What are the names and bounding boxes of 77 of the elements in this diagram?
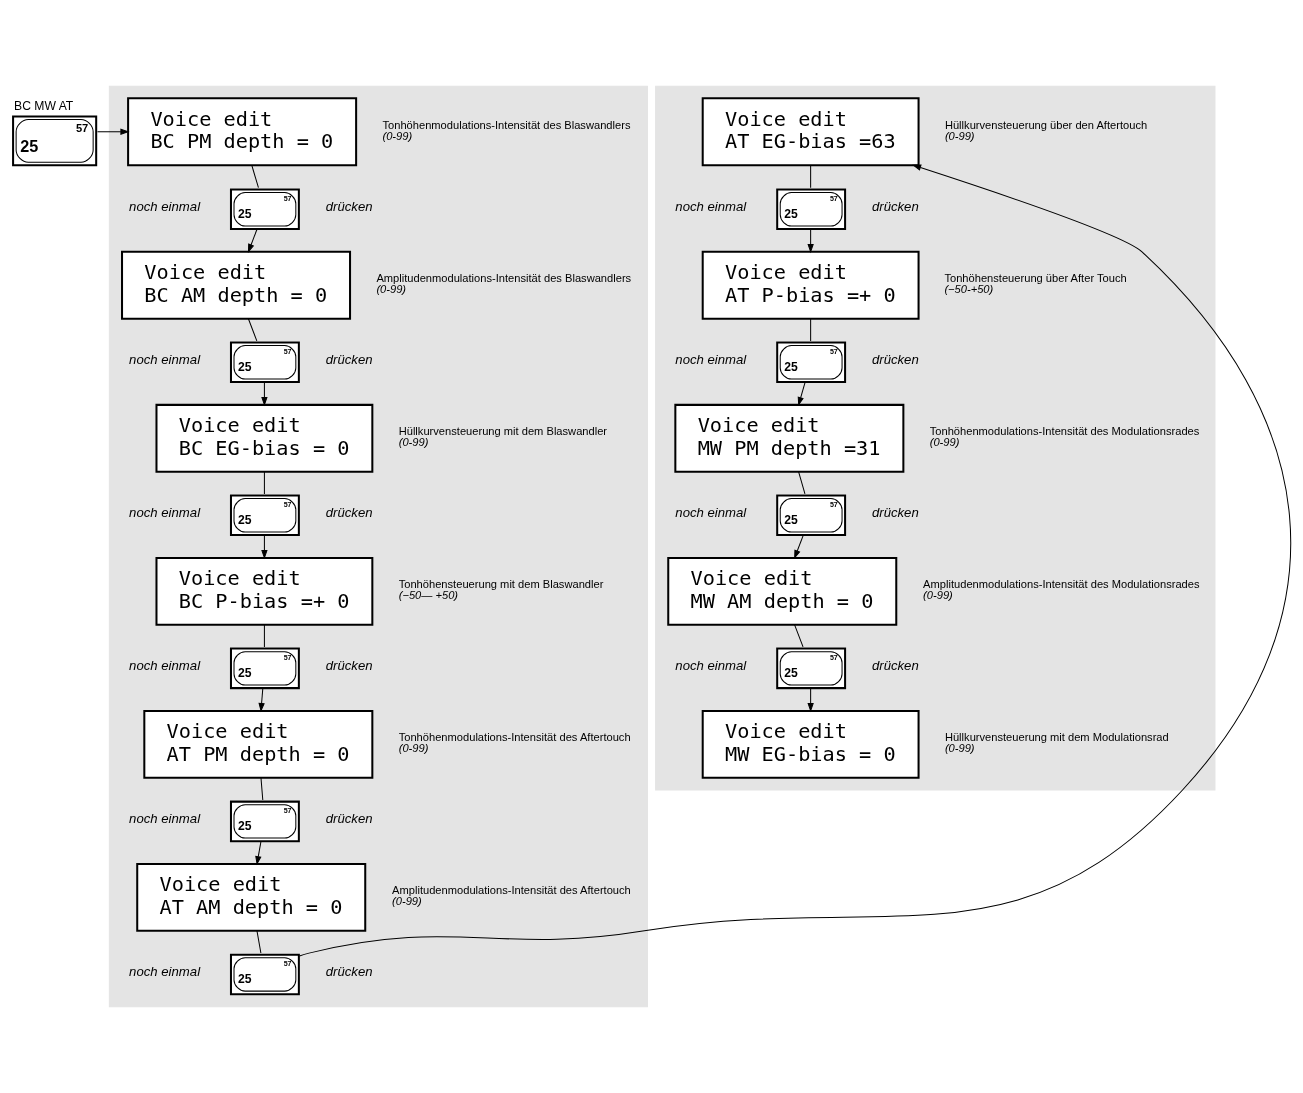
node-label: noch einmal: [129, 352, 201, 368]
arrow: [807, 688, 814, 713]
node-box: Voice edit BC AM depth = 0: [121, 250, 352, 320]
node-label: (−50— +50): [398, 589, 459, 602]
node-label: drücken: [325, 199, 373, 215]
connector: [810, 164, 812, 189]
node-label: drücken: [871, 199, 919, 215]
node-label: (0-99): [376, 283, 407, 296]
node-label: drücken: [325, 352, 373, 368]
node-label: (0-99): [398, 742, 429, 755]
node-label: Hüllkurvensteuerung über den Aftertouch: [944, 118, 1148, 131]
arrow: [261, 382, 268, 407]
node-label: drücken: [325, 811, 373, 827]
node-label: (0-99): [944, 742, 975, 755]
arrow: [247, 229, 258, 254]
connector: [251, 164, 259, 189]
node-label: noch einmal: [675, 505, 747, 521]
node-label: BC MW AT: [14, 99, 74, 114]
arrow: [261, 535, 268, 560]
node-label: Amplitudenmodulations-Intensität des Blaswandlers: [376, 272, 632, 285]
node-label: (0-99): [392, 895, 422, 908]
node-label: drücken: [325, 964, 373, 980]
arrow: [258, 688, 265, 713]
node-label: noch einmal: [129, 658, 201, 674]
connector: [263, 471, 265, 495]
node-label: Amplitudenmodulations-Intensität des Modulationsrades: [923, 578, 1200, 591]
arrow: [255, 841, 262, 866]
node-box: Voice edit MW AM depth = 0: [667, 556, 898, 626]
connector: [794, 624, 804, 648]
node-label: Amplitudenmodulations-Intensität des Aftertouch: [392, 884, 631, 897]
node-label: (0-99): [398, 436, 429, 449]
node-label: noch einmal: [675, 199, 747, 215]
cluster: [108, 85, 648, 1008]
node-box: Voice edit AT EG-bias =63: [701, 97, 920, 167]
node-label: (0-99): [382, 129, 413, 142]
connector: [260, 777, 264, 801]
arrow: [797, 382, 806, 407]
node-label: Hüllkurvensteuerung mit dem Modulationsrad: [944, 731, 1169, 744]
node-label: noch einmal: [129, 811, 201, 827]
node-label: Tonhöhenmodulations-Intensität des Aftertouch: [398, 731, 631, 744]
connector: [263, 624, 265, 648]
node-label: Tonhöhenmodulations-Intensität des Modulationsrades: [929, 425, 1200, 438]
node-label: (0-99): [929, 436, 960, 449]
node-label: Hüllkurvensteuerung mit dem Blaswandler: [398, 425, 608, 438]
cluster: [655, 85, 1216, 791]
node-label: noch einmal: [129, 199, 201, 215]
node-box: Voice edit BC P-bias =+ 0: [155, 556, 374, 626]
node-label: drücken: [325, 505, 373, 521]
node-label: Tonhöhensteuerung mit dem Blaswandler: [398, 578, 604, 591]
node-box: Voice edit AT PM depth = 0: [143, 709, 374, 779]
node-box: Voice edit MW EG-bias = 0: [701, 709, 920, 779]
arrow: [807, 229, 814, 254]
node-box: Voice edit AT AM depth = 0: [136, 862, 367, 932]
connector: [256, 930, 262, 954]
arrow: [299, 164, 1291, 957]
node-label: (0-99): [944, 129, 975, 142]
node-label: noch einmal: [675, 658, 747, 674]
node-box: Voice edit BC EG-bias = 0: [155, 403, 374, 473]
node-label: Tonhöhensteuerung über After Touch: [944, 272, 1127, 285]
node-label: noch einmal: [129, 964, 201, 980]
node-box: Voice edit MW PM depth =31: [674, 403, 905, 473]
connector: [247, 318, 258, 342]
arrow: [96, 128, 130, 135]
connector: [810, 318, 812, 342]
arrow: [794, 535, 804, 560]
connector: [798, 471, 806, 495]
node-box: Voice edit AT P-bias =+ 0: [701, 250, 920, 320]
node-label: (0-99): [923, 589, 953, 602]
node-label: noch einmal: [675, 352, 747, 368]
node-label: drücken: [871, 658, 919, 674]
node-label: drücken: [871, 505, 919, 521]
node-label: drücken: [325, 658, 373, 674]
node-label: (−50-+50): [944, 283, 994, 296]
node-label: drücken: [871, 352, 919, 368]
node-label: noch einmal: [129, 505, 201, 521]
node-box: Voice edit BC PM depth = 0: [127, 97, 358, 167]
node-label: Tonhöhenmodulations-Intensität des Blaswandlers: [382, 118, 631, 131]
